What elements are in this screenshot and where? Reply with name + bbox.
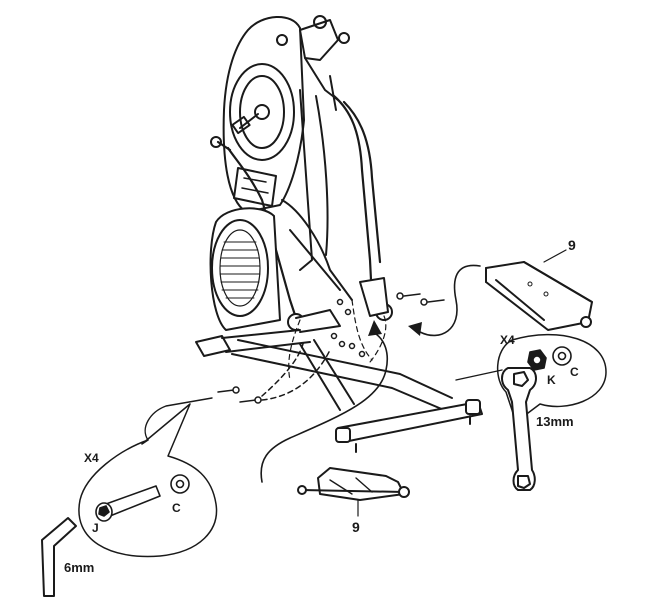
bolt-label: J (92, 521, 99, 535)
pedal-top-leader (543, 249, 567, 263)
nut-icon (527, 349, 547, 371)
exploded-bolts-right (330, 292, 445, 358)
arrow-curve-right (419, 264, 481, 337)
washer-label-right: C (570, 365, 579, 379)
pedal-top (485, 261, 593, 331)
left-hardware-callout: X4 J C (78, 397, 218, 558)
arrow-head-right (408, 322, 422, 336)
washer-label-left: C (172, 501, 181, 515)
washer-icon-right (552, 346, 572, 366)
part-label-9-bottom: 9 (352, 519, 360, 535)
part-label-9-top: 9 (568, 237, 576, 253)
exploded-bolts-left (217, 339, 331, 404)
pedal-bottom (297, 467, 410, 501)
bolt-icon (95, 485, 161, 522)
right-hardware-callout: X4 K C (455, 333, 607, 423)
quantity-label-left: X4 (84, 451, 99, 465)
wrench-size-label: 13mm (536, 414, 574, 429)
quantity-label-right: X4 (500, 333, 515, 347)
nut-label: K (547, 373, 556, 387)
elliptical-machine (195, 15, 483, 453)
arrow-curve-bottom (260, 333, 389, 483)
arrow-head-bottom (368, 320, 382, 336)
wrench-icon (501, 367, 537, 491)
allen-size-label: 6mm (64, 560, 94, 575)
dashed-guide-lines (288, 299, 387, 381)
allen-key-icon (41, 517, 77, 597)
washer-icon-left (170, 474, 190, 494)
